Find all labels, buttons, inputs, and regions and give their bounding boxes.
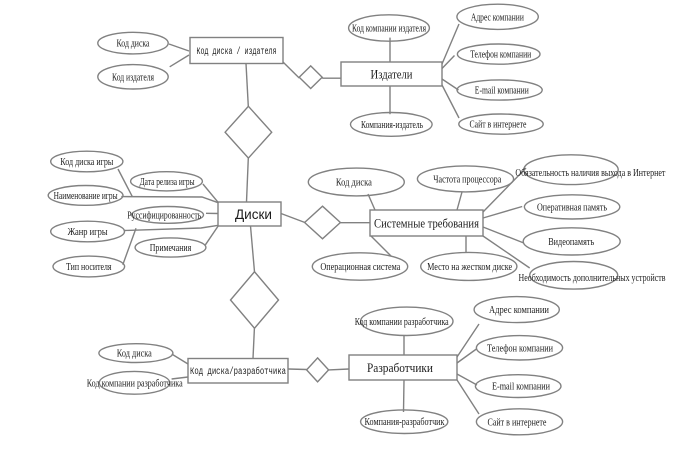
svg-text:Примечания: Примечания xyxy=(150,243,192,254)
svg-text:Жанр игры: Жанр игры xyxy=(68,227,108,238)
svg-text:Код компании издателя: Код компании издателя xyxy=(352,24,426,35)
svg-text:Место на жестком диске: Место на жестком диске xyxy=(427,262,512,273)
svg-text:Необходимость дополнительных у: Необходимость дополнительных устройств xyxy=(519,273,666,284)
svg-text:Системные требования: Системные требования xyxy=(374,216,479,230)
svg-text:Код диска: Код диска xyxy=(117,39,150,50)
svg-text:E-mail компании: E-mail компании xyxy=(492,382,550,393)
svg-text:Частота процессора: Частота процессора xyxy=(433,174,501,185)
svg-text:Код компании разработчика: Код компании разработчика xyxy=(355,317,449,328)
svg-text:Сайт в интернете: Сайт в интернете xyxy=(470,120,527,131)
svg-text:Код диска игры: Код диска игры xyxy=(60,157,113,168)
svg-text:Код компании разработчика: Код компании разработчика xyxy=(87,378,183,389)
svg-text:Адрес компании: Адрес компании xyxy=(489,305,549,316)
svg-text:Компания-разработчик: Компания-разработчик xyxy=(365,417,446,428)
svg-text:E-mail компании: E-mail компании xyxy=(475,86,529,97)
svg-text:Обязательность наличия выхода: Обязательность наличия выхода в Интернет xyxy=(515,168,665,179)
svg-text:Код диска: Код диска xyxy=(336,178,372,189)
svg-text:Видеопамять: Видеопамять xyxy=(548,237,594,248)
svg-text:Код диска / издателя: Код диска / издателя xyxy=(197,46,277,58)
svg-text:Телефон компании: Телефон компании xyxy=(487,343,553,354)
svg-text:Компания-издатель: Компания-издатель xyxy=(361,120,423,131)
svg-text:Код издателя: Код издателя xyxy=(112,72,154,83)
svg-text:Руссифицированность: Руссифицированность xyxy=(127,210,201,221)
svg-text:Диски: Диски xyxy=(235,206,272,222)
svg-text:Издатели: Издатели xyxy=(371,67,413,81)
svg-text:Оперативная память: Оперативная память xyxy=(537,202,607,213)
svg-text:Дата релиза игры: Дата релиза игры xyxy=(140,177,195,188)
svg-text:Сайт в интернете: Сайт в интернете xyxy=(488,417,547,428)
svg-text:Код диска/разработчика: Код диска/разработчика xyxy=(190,365,286,378)
svg-text:Код диска: Код диска xyxy=(117,349,152,360)
svg-text:Адрес компании: Адрес компании xyxy=(471,12,524,23)
svg-text:Операционная система: Операционная система xyxy=(320,262,400,273)
svg-text:Разработчики: Разработчики xyxy=(367,360,433,375)
svg-text:Тип носителя: Тип носителя xyxy=(66,262,112,273)
svg-text:Наименование игры: Наименование игры xyxy=(54,191,118,202)
svg-text:Телефон компании: Телефон компании xyxy=(470,50,531,61)
